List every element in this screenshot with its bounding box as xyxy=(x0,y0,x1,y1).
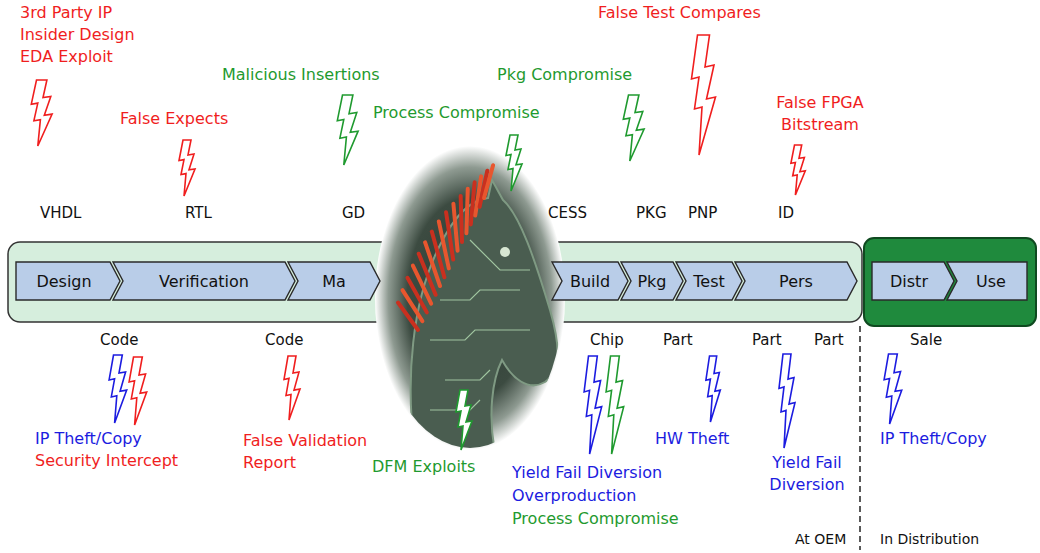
lightning-bolt xyxy=(31,80,52,146)
stage-box: Pers xyxy=(735,262,857,300)
horse-head xyxy=(411,180,558,452)
mane-spike xyxy=(413,266,431,304)
lightning-bolt xyxy=(791,145,805,195)
threat-label: Security Intercept xyxy=(35,450,178,472)
lightning-bolt xyxy=(337,95,358,165)
stage-annotation: GD xyxy=(342,203,365,223)
stage-annotation: PKG xyxy=(636,203,667,223)
horse-eye xyxy=(500,247,510,257)
threat-label: IP Theft/Copy xyxy=(880,428,987,450)
stage-annotation: Part xyxy=(814,330,844,350)
threat-label: Overproduction xyxy=(512,485,636,507)
stage-name: Pkg xyxy=(637,272,666,291)
circuit-traces xyxy=(430,240,530,410)
threat-label: IP Theft/Copy xyxy=(35,428,142,450)
stage-annotation: RTL xyxy=(185,203,212,223)
stage-annotation: Part xyxy=(752,330,782,350)
lightning-bolt xyxy=(506,135,522,191)
threat-label: Pkg Compromise xyxy=(497,64,632,86)
threat-label: False Test Compares xyxy=(598,2,761,24)
distribution-band xyxy=(864,238,1036,326)
lightning-bolt xyxy=(884,354,902,424)
lightning-bolt xyxy=(606,356,624,454)
stage-name: Design xyxy=(36,272,91,291)
stage-annotation: CESS xyxy=(548,203,587,223)
stage-annotation: In Distribution xyxy=(880,530,979,549)
threat-label: False FPGA Bitstream xyxy=(760,92,880,135)
stage-name: Use xyxy=(976,272,1006,291)
stage-name: Test xyxy=(693,272,725,291)
stage-annotation: Code xyxy=(100,330,138,350)
mane-spike xyxy=(403,290,423,321)
lightning-bolt xyxy=(456,390,472,450)
threat-label: Process Compromise xyxy=(512,508,679,530)
mane-spike xyxy=(407,278,426,313)
threat-label: DFM Exploits xyxy=(372,456,475,478)
stage-annotation: Code xyxy=(265,330,303,350)
mane-spike xyxy=(471,182,475,224)
stage-box: Pkg xyxy=(621,262,683,300)
stage-name: Pers xyxy=(779,272,813,291)
stage-annotation: PNP xyxy=(688,203,717,223)
lightning-bolt xyxy=(692,35,716,155)
stage-box: Test xyxy=(676,262,742,300)
lightning-bolt xyxy=(129,357,147,425)
threat-label: False Validation Report xyxy=(243,430,393,473)
lightning-bolt xyxy=(623,95,644,161)
threat-label: HW Theft xyxy=(655,428,729,450)
threat-label: Yield Fail Diversion xyxy=(752,452,862,495)
lightning-bolt xyxy=(706,356,720,422)
mane-spike xyxy=(446,212,453,259)
mane-spike xyxy=(466,189,467,233)
stage-box: Distr xyxy=(872,262,954,300)
threat-label: Malicious Insertions xyxy=(222,64,380,86)
stage-annotation: VHDL xyxy=(40,203,81,223)
stage-annotation: Part xyxy=(663,330,693,350)
stage-annotation: ID xyxy=(778,203,794,223)
lightning-bolt xyxy=(109,355,127,423)
stage-name: Build xyxy=(570,272,610,291)
lightning-bolt xyxy=(179,140,195,196)
lightning-bolt xyxy=(779,354,795,448)
stage-annotation: Chip xyxy=(590,330,624,350)
lightning-bolt xyxy=(584,356,602,454)
stage-box: Ma xyxy=(288,262,380,300)
oem-divider xyxy=(859,326,861,550)
threat-label: 3rd Party IP xyxy=(20,2,112,24)
stage-box: Use xyxy=(947,262,1027,300)
stage-box: Design xyxy=(16,262,120,300)
lightning-bolt xyxy=(284,356,300,420)
stage-box: Verification xyxy=(113,262,295,300)
trojan-horse xyxy=(398,165,558,452)
horse-mane xyxy=(398,165,493,330)
threat-label: Insider Design xyxy=(20,24,135,46)
stage-name: Distr xyxy=(890,272,928,291)
threat-label: Process Compromise xyxy=(373,102,540,124)
mane-spike xyxy=(453,204,457,251)
mane-spike xyxy=(484,165,493,198)
stage-box: Build xyxy=(552,262,628,300)
threat-label: False Expects xyxy=(120,108,228,130)
stage-name: Verification xyxy=(159,272,249,291)
threat-label: Yield Fail Diversion xyxy=(512,462,662,484)
stage-name: Ma xyxy=(322,272,346,291)
threat-label: EDA Exploit xyxy=(20,46,113,68)
mane-spike xyxy=(461,196,462,242)
stage-annotation: At OEM xyxy=(795,530,846,549)
stage-annotation: Sale xyxy=(910,330,942,350)
